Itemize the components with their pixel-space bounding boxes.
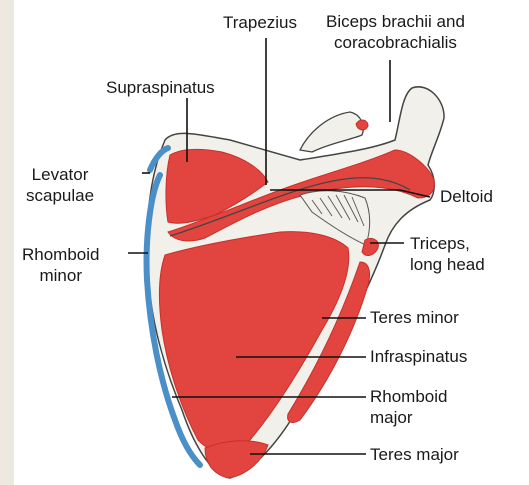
label-triceps-line2: long head bbox=[410, 254, 485, 275]
label-trapezius: Trapezius bbox=[223, 12, 297, 33]
label-levator-scapulae: Levator scapulae bbox=[26, 164, 94, 206]
label-biceps-line2: coracobrachialis bbox=[326, 32, 465, 53]
label-deltoid: Deltoid bbox=[440, 186, 493, 207]
label-biceps-line1: Biceps brachii and bbox=[326, 11, 465, 32]
label-infraspinatus: Infraspinatus bbox=[370, 346, 467, 367]
label-levator-line2: scapulae bbox=[26, 185, 94, 206]
label-levator-line1: Levator bbox=[26, 164, 94, 185]
teres-major-muscle bbox=[205, 441, 268, 478]
label-teres-major: Teres major bbox=[370, 444, 459, 465]
label-deltoid-text: Deltoid bbox=[440, 186, 493, 207]
label-rhomboid-minor: Rhomboid minor bbox=[22, 244, 100, 286]
label-rhomboid-minor-line2: minor bbox=[22, 265, 100, 286]
label-rhomboid-minor-line1: Rhomboid bbox=[22, 244, 100, 265]
coracoid-process bbox=[300, 112, 363, 152]
label-infraspinatus-text: Infraspinatus bbox=[370, 346, 467, 367]
label-triceps-long-head: Triceps, long head bbox=[410, 233, 485, 275]
label-triceps-line1: Triceps, bbox=[410, 233, 485, 254]
label-teres-major-text: Teres major bbox=[370, 444, 459, 465]
label-teres-minor-text: Teres minor bbox=[370, 307, 459, 328]
label-teres-minor: Teres minor bbox=[370, 307, 459, 328]
label-rhomboid-major-line1: Rhomboid bbox=[370, 386, 448, 407]
label-rhomboid-major: Rhomboid major bbox=[370, 386, 448, 428]
label-rhomboid-major-line2: major bbox=[370, 407, 448, 428]
label-supraspinatus-text: Supraspinatus bbox=[106, 77, 215, 98]
label-trapezius-text: Trapezius bbox=[223, 12, 297, 33]
label-supraspinatus: Supraspinatus bbox=[106, 77, 215, 98]
label-biceps-coracobrachialis: Biceps brachii and coracobrachialis bbox=[326, 11, 465, 53]
